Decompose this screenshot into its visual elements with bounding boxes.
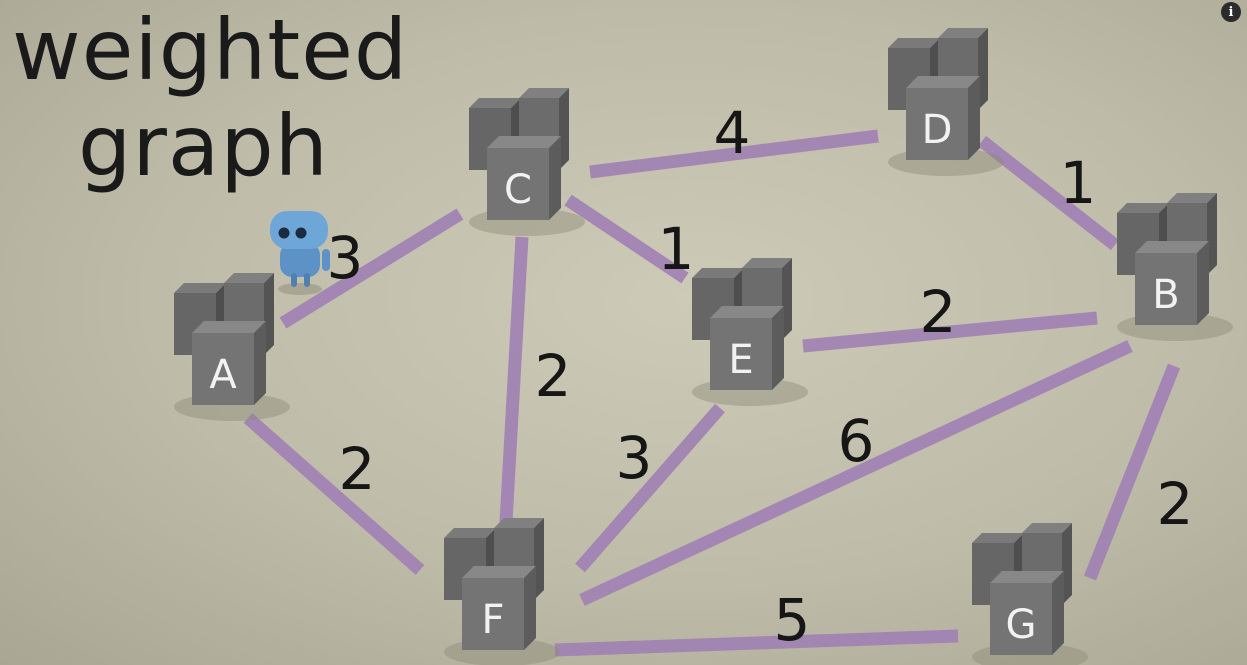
- edge-weight-e-b: 2: [920, 278, 957, 346]
- node-d[interactable]: D: [888, 28, 1004, 176]
- edge-weight-c-e: 1: [658, 215, 695, 283]
- edge-weight-f-g: 5: [774, 586, 811, 654]
- edge-weight-c-f: 2: [535, 342, 572, 410]
- node-label-g: G: [1006, 602, 1037, 648]
- node-f[interactable]: F: [444, 518, 560, 665]
- edges: [243, 129, 1181, 657]
- edge-weight-a-f: 2: [339, 435, 376, 503]
- node-g[interactable]: G: [972, 523, 1088, 665]
- diagram-title: weighted graph: [12, 2, 407, 195]
- edge-c-f: [498, 236, 529, 541]
- edge-e-b: [802, 311, 1098, 353]
- edge-c-d: [589, 129, 879, 179]
- edge-weight-f-b: 6: [838, 407, 875, 475]
- node-label-a: A: [209, 352, 237, 398]
- edge-f-g: [554, 629, 959, 657]
- node-a[interactable]: A: [174, 273, 290, 421]
- title-line-1: weighted: [12, 1, 409, 99]
- node-label-d: D: [922, 107, 953, 153]
- node-label-b: B: [1152, 272, 1179, 318]
- edge-b-g: [1083, 363, 1181, 581]
- edge-weight-d-b: 1: [1060, 149, 1097, 217]
- edge-weight-c-d: 4: [714, 99, 751, 167]
- node-label-f: F: [481, 597, 504, 643]
- node-label-e: E: [728, 337, 753, 383]
- robot-icon: [270, 211, 330, 295]
- info-icon[interactable]: i: [1221, 2, 1241, 22]
- nodes: A B C D E F G: [174, 28, 1233, 665]
- node-c[interactable]: C: [469, 88, 585, 236]
- edge-e-f: [575, 403, 725, 573]
- node-b[interactable]: B: [1117, 193, 1233, 341]
- edge-f-b: [579, 340, 1133, 606]
- edge-weight-a-c: 3: [327, 224, 364, 292]
- edge-a-f: [243, 413, 425, 575]
- edge-a-c: [279, 208, 464, 329]
- node-e[interactable]: E: [692, 258, 808, 406]
- edge-d-b: [977, 135, 1120, 251]
- title-line-2: graph: [78, 97, 329, 195]
- edge-c-e: [564, 194, 689, 284]
- node-label-c: C: [504, 167, 532, 213]
- edge-weight-b-g: 2: [1157, 470, 1194, 538]
- edge-weight-e-f: 3: [616, 424, 653, 492]
